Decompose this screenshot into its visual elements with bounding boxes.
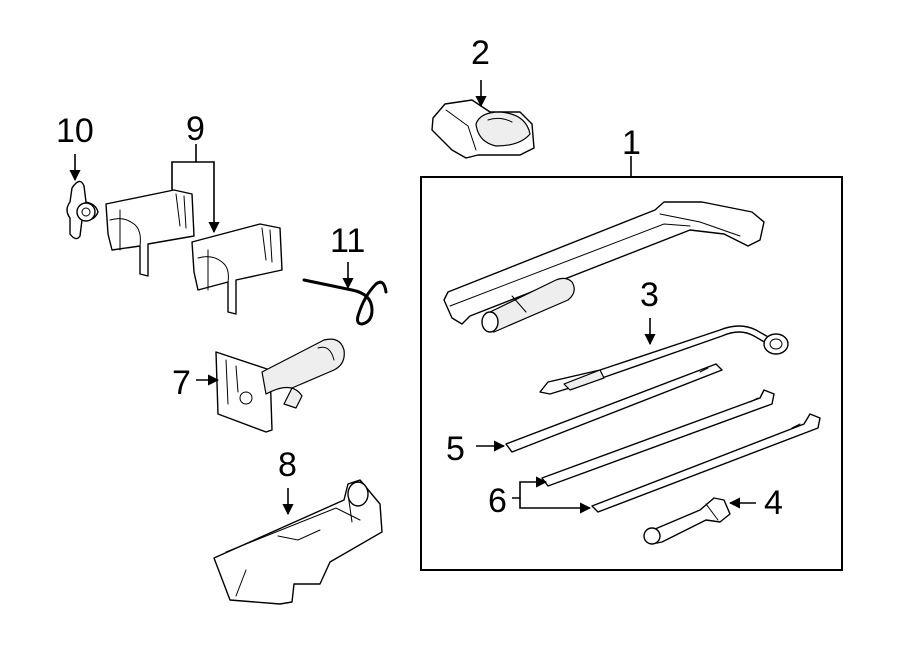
callout-2: 2 xyxy=(471,34,490,72)
part-5-extension-rod[interactable] xyxy=(505,363,723,453)
part-2-jack-cap[interactable] xyxy=(431,99,535,159)
part-10-wing-nut[interactable] xyxy=(66,180,99,240)
leader-lines xyxy=(69,80,756,516)
part-3-wrench-extension[interactable] xyxy=(539,325,789,395)
part-8-jack-tray[interactable] xyxy=(213,479,383,605)
callout-labels: 1 2 3 4 5 6 7 8 9 10 11 xyxy=(56,34,783,522)
callout-4: 4 xyxy=(764,484,783,522)
callout-10: 10 xyxy=(56,112,94,150)
callout-5: 5 xyxy=(446,430,465,468)
part-9-strap-right[interactable] xyxy=(191,223,283,315)
part-7-bracket[interactable] xyxy=(215,338,345,433)
part-6-rods[interactable] xyxy=(541,389,821,513)
part-11-hook[interactable] xyxy=(302,278,388,326)
part-1-tool-bag[interactable] xyxy=(443,201,765,333)
callout-3: 3 xyxy=(640,276,659,314)
callout-8: 8 xyxy=(278,446,297,484)
part-4-adapter[interactable] xyxy=(643,497,731,545)
callout-7: 7 xyxy=(172,364,191,402)
callout-11: 11 xyxy=(330,222,365,260)
callout-6: 6 xyxy=(488,482,507,520)
callout-9: 9 xyxy=(186,110,205,148)
callout-1: 1 xyxy=(622,124,641,162)
part-9-strap-left[interactable] xyxy=(105,189,195,277)
